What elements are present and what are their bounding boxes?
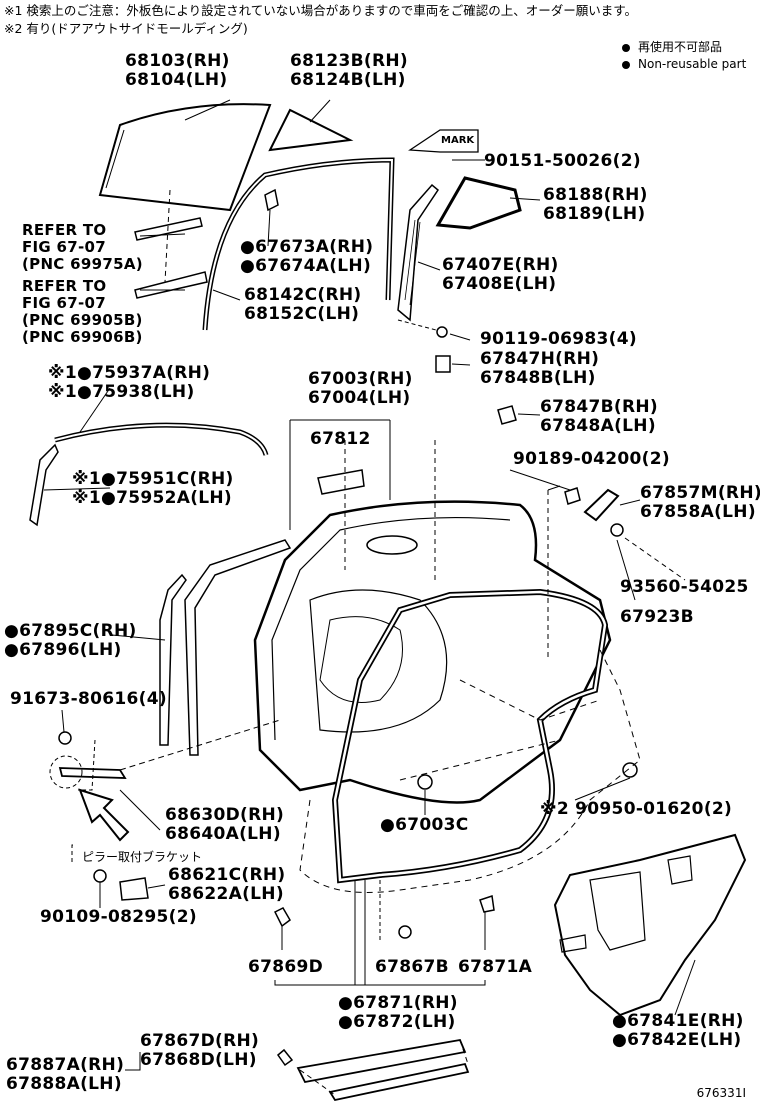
mark-label: MARK	[441, 135, 475, 146]
label-67407: 67407E(RH)67408E(LH)	[442, 255, 559, 294]
quarter-weatherstrip	[435, 176, 522, 230]
division-bar	[397, 183, 439, 322]
pillar-bracket-label: ピラー取付ブラケット	[82, 850, 203, 864]
label-67003: 67003(RH)67004(LH)	[308, 369, 413, 408]
label-90950: ※2 90950-01620(2)	[540, 799, 733, 819]
label-67923: 67923B	[620, 607, 694, 627]
label-67841: ●67841E(RH)●67842E(LH)	[612, 1011, 744, 1050]
label-68621: 68621C(RH)68622A(LH)	[168, 865, 286, 904]
legend-non-reusable-en: Non-reusable part	[622, 57, 746, 71]
label-68188: 68188(RH)68189(LH)	[543, 185, 648, 224]
label-67871a: 67871A	[458, 957, 533, 977]
pillar-moulding	[29, 443, 59, 527]
note-1: ※1 検索上のご注意：外板色により設定されていない場合がありますので車両をご確認…	[4, 3, 638, 18]
direction-arrow	[78, 788, 130, 842]
door-check	[58, 767, 127, 779]
label-75937: ※1●75937A(RH)※1●75938(LH)	[48, 363, 211, 402]
frame-moulding	[54, 422, 269, 456]
label-68630: 68630D(RH)68640A(LH)	[165, 805, 285, 844]
label-67857: 67857M(RH)67858A(LH)	[640, 483, 760, 522]
dot-icon	[622, 60, 630, 69]
label-67867b: 67867B	[375, 957, 449, 977]
label-67812: 67812	[310, 429, 371, 449]
label-93560: 93560-54025	[620, 577, 749, 597]
label-67847h: 67847H(RH)67848B(LH)	[480, 349, 600, 388]
label-67895: ●67895C(RH)●67896(LH)	[4, 621, 137, 660]
quarter-glass	[268, 108, 354, 152]
label-68142: 68142C(RH)68152C(LH)	[244, 285, 362, 324]
door-glass	[98, 103, 272, 212]
mark-box	[408, 129, 479, 153]
label-67887: 67887A(RH)67888A(LH)	[6, 1055, 125, 1094]
door-panel	[253, 500, 612, 804]
label-91673: 91673-80616(4)	[10, 689, 167, 709]
figure-id: 676331I	[696, 1086, 746, 1100]
label-67847b: 67847B(RH)67848A(LH)	[540, 397, 658, 436]
label-67867d: 67867D(RH)67868D(LH)	[140, 1031, 260, 1070]
door-weatherstrip	[331, 588, 609, 884]
label-75951: ※1●75951C(RH)※1●75952A(LH)	[72, 469, 234, 508]
door-trim-board	[553, 833, 747, 1017]
label-90151: 90151-50026(2)	[484, 151, 641, 171]
label-67869: 67869D	[248, 957, 324, 977]
legend-non-reusable-jp: 再使用不可部品	[622, 40, 722, 54]
label-67003c: ●67003C	[380, 815, 469, 835]
label-90109: 90109-08295(2)	[40, 907, 197, 927]
label-90189: 90189-04200(2)	[513, 449, 670, 469]
dot-icon	[622, 43, 630, 52]
note-2: ※2 有り(ドアアウトサイドモールディング)	[4, 21, 248, 36]
label-67871: ●67871(RH)●67872(LH)	[338, 993, 458, 1032]
scuff-plate	[296, 1038, 467, 1084]
label-90119: 90119-06983(4)	[480, 329, 637, 349]
label-68103: 68103(RH)68104(LH)	[125, 51, 230, 90]
label-67673: ●67673A(RH)●67674A(LH)	[240, 237, 374, 276]
label-68123: 68123B(RH)68124B(LH)	[290, 51, 408, 90]
